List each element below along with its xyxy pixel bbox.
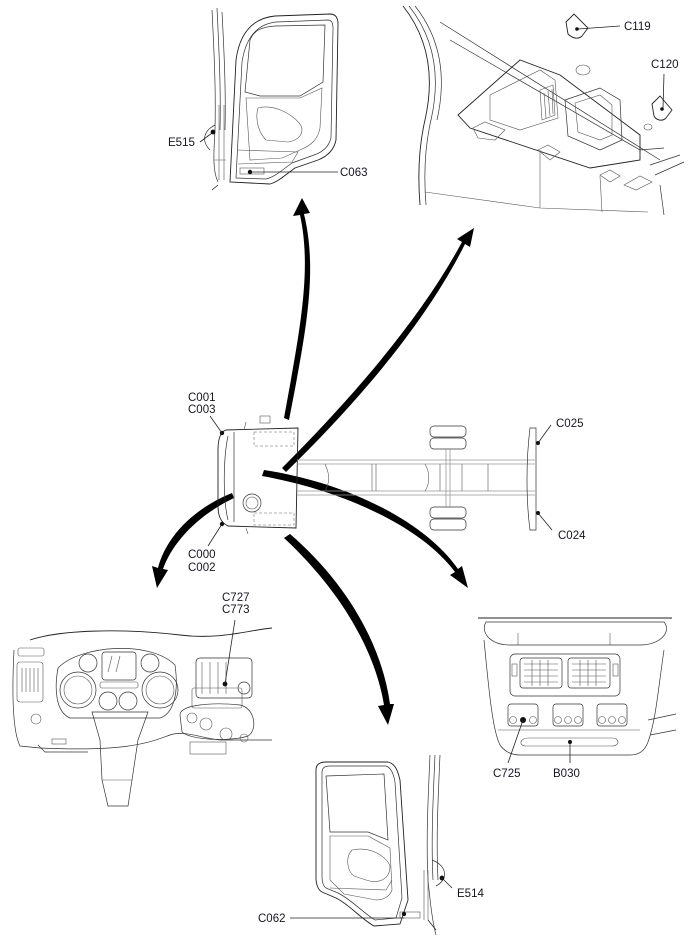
label-c002: C002	[188, 562, 216, 574]
overhead-console-labels: C119 C120	[577, 21, 679, 109]
arrow-to-overhead-console	[282, 228, 474, 472]
label-c025: C025	[556, 418, 584, 430]
left-door-labels: E515 C063	[168, 132, 368, 179]
left-door-view	[204, 7, 339, 191]
label-c773: C773	[222, 604, 250, 616]
label-c001: C001	[188, 392, 216, 404]
label-c003: C003	[188, 404, 216, 416]
label-e515: E515	[168, 137, 195, 149]
label-b030: B030	[553, 768, 580, 780]
label-e514: E514	[457, 888, 484, 900]
center-console-labels: C725 B030	[493, 719, 580, 780]
arrow-to-right-door	[284, 534, 394, 725]
label-c000: C000	[188, 549, 216, 561]
label-c119: C119	[624, 21, 651, 33]
overhead-console-view	[402, 5, 685, 216]
arrow-to-center-console	[262, 470, 468, 588]
arrow-to-instrument-panel	[152, 493, 234, 588]
label-c024: C024	[558, 530, 586, 542]
right-door-view	[315, 754, 445, 936]
label-c727: C727	[222, 592, 250, 604]
right-door-labels: E514 C062	[258, 877, 484, 925]
view-arrows	[152, 198, 474, 725]
center-console-view	[478, 617, 677, 756]
instrument-panel-labels: C727 C773	[222, 592, 250, 685]
arrow-to-left-door	[284, 198, 311, 420]
instrument-panel-view	[12, 627, 273, 807]
label-c062: C062	[258, 913, 286, 925]
label-c725: C725	[493, 768, 521, 780]
label-c120: C120	[651, 59, 679, 71]
label-c063: C063	[340, 167, 368, 179]
chassis-labels: C001 C003 C000 C002 C025 C024	[188, 392, 586, 574]
